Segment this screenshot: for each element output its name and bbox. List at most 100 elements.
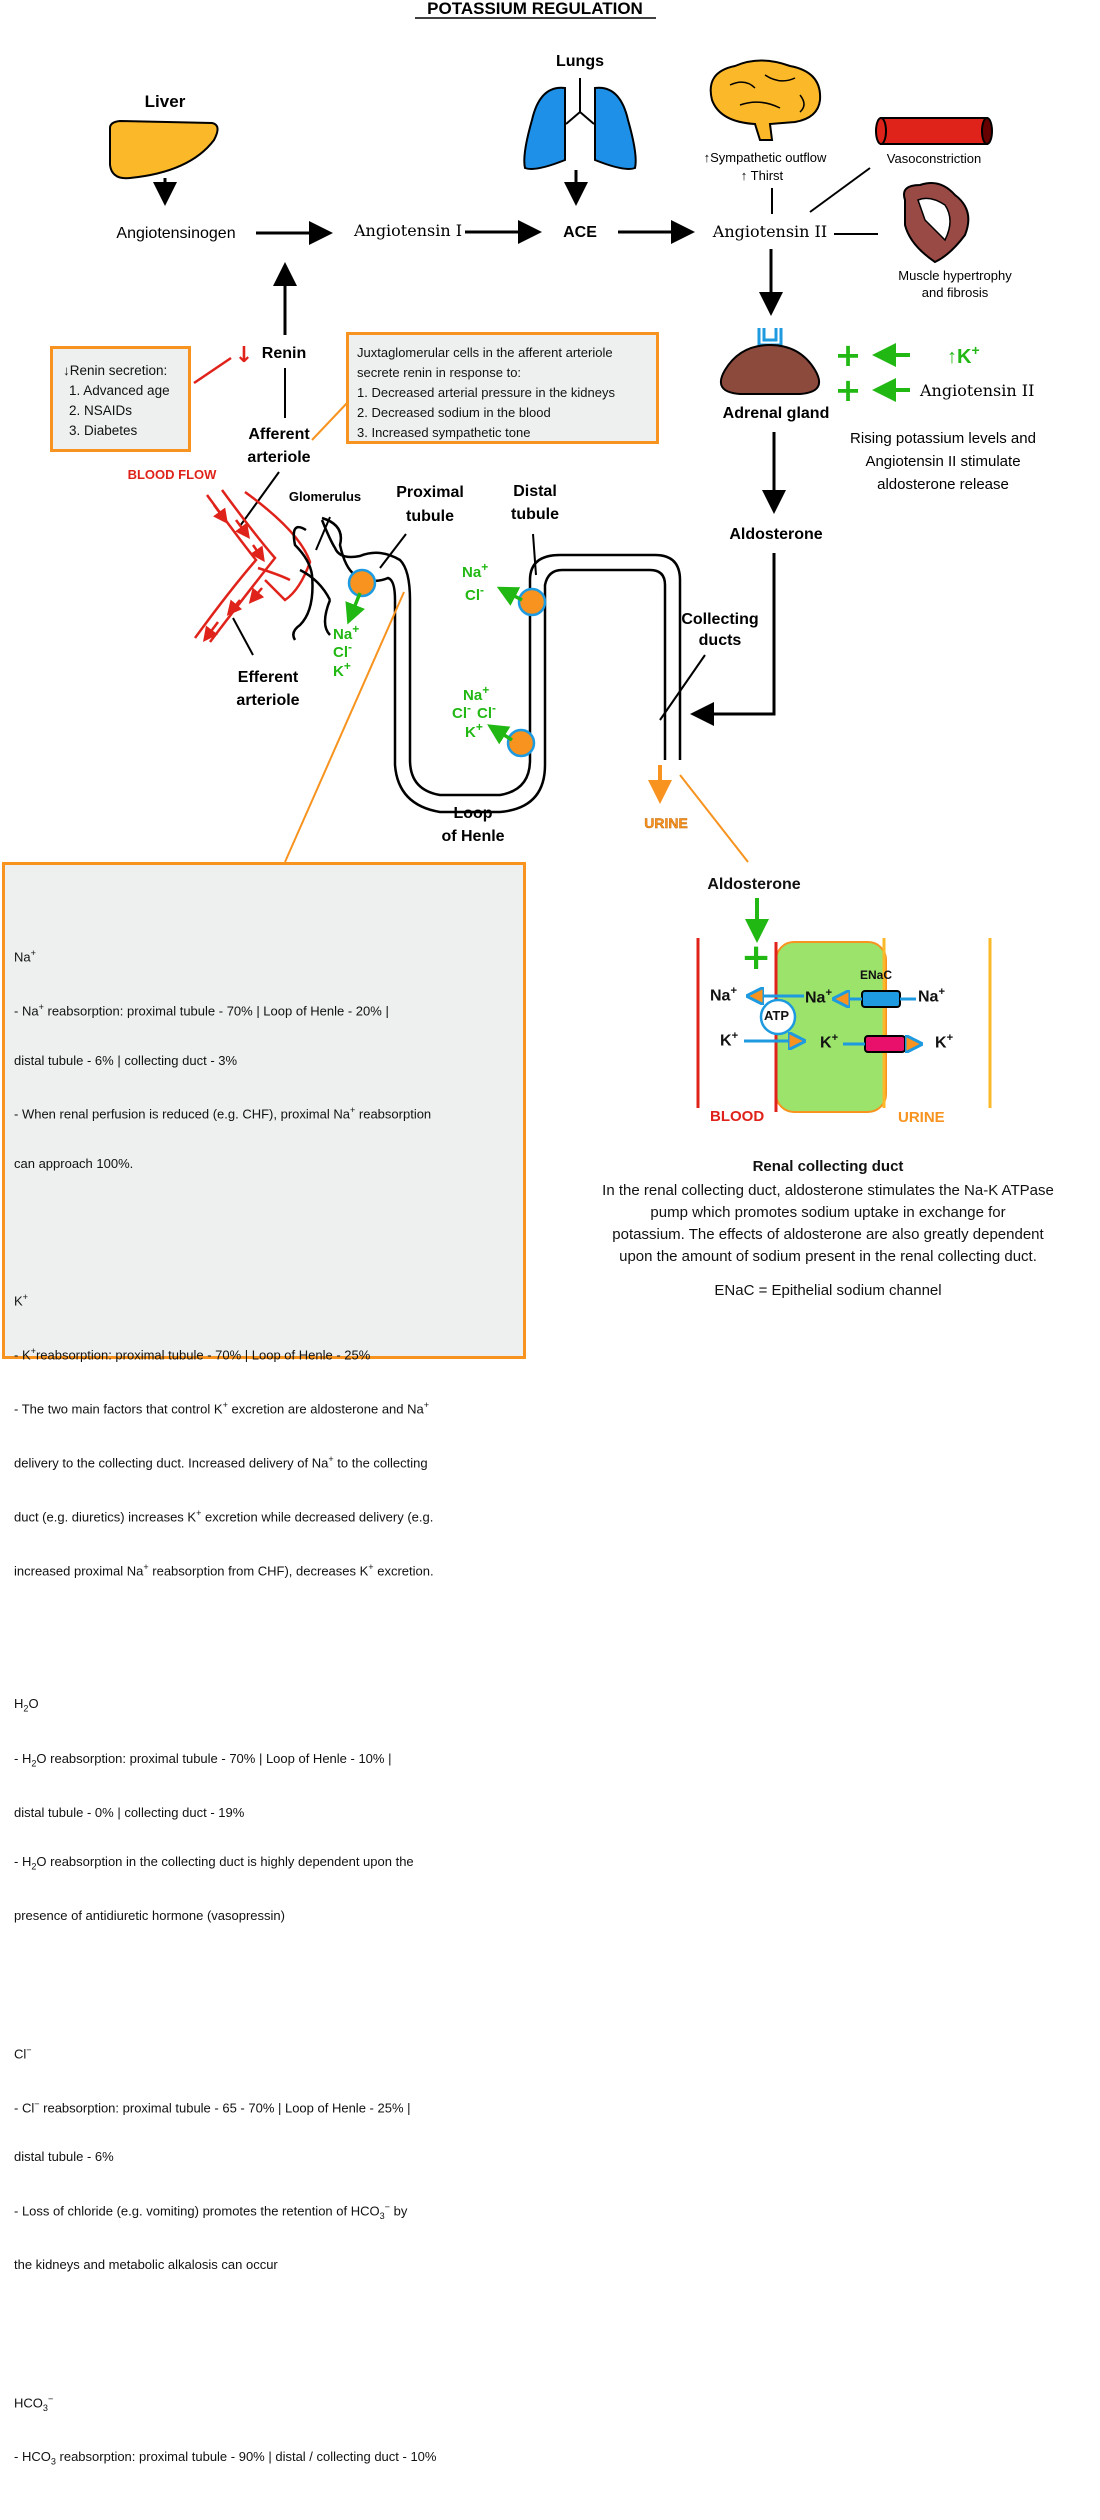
rb-desc-line: pump which promotes sodium uptake in exc… <box>650 1204 1006 1221</box>
diagram-canvas: POTASSIUM REGULATION Liver Lungs ↑Sympat… <box>109 0 1036 1113</box>
adrenal-note-2: Angiotensin II stimulate <box>865 453 1020 470</box>
rb-k-urine: K+ <box>935 1032 954 1052</box>
cl-section: Cl− - Cl− reabsorption: proximal tubule … <box>14 2009 523 2307</box>
rb-desc-line: upon the amount of sodium present in the… <box>619 1248 1037 1265</box>
svg-text:Cl-: Cl- <box>452 701 471 722</box>
k-line: reabsorption from CHF), decreases K <box>148 1562 369 1578</box>
proximal-ions: Na+ Cl- K+ <box>333 622 359 680</box>
renin-box: ↓Renin secretion: 1. Advanced age 2. NSA… <box>50 346 191 452</box>
rb-desc-line: In the renal collecting duct, aldosteron… <box>602 1182 1054 1199</box>
right-box-connector <box>679 774 749 863</box>
distal-ions: Na+ Cl- <box>462 560 488 604</box>
h2o-heading: O <box>28 1696 39 1712</box>
proximal-transporter <box>347 568 377 598</box>
k-line: excretion are aldosterone and Na <box>227 1401 424 1417</box>
left-box-connector <box>284 591 405 863</box>
aldosterone-to-collecting <box>690 553 776 726</box>
efferent-pointer <box>232 617 254 656</box>
vessel-icon <box>875 117 993 145</box>
rb-aldosterone-label: Aldosterone <box>707 876 801 893</box>
cl-line: - Cl <box>14 2099 35 2115</box>
k-line: reabsorption: proximal tubule - 70% | Lo… <box>35 1347 371 1363</box>
atp-label: ATP <box>764 1008 790 1023</box>
rb-na-urine: Na+ <box>918 986 945 1006</box>
adrenal-label: Adrenal gland <box>723 405 830 422</box>
rb-description: In the renal collecting duct, aldosteron… <box>554 1180 1100 1268</box>
lungs-icon <box>523 78 637 170</box>
h2o-line: - H <box>14 1750 32 1766</box>
svg-text:K+: K+ <box>465 720 483 741</box>
glomerulus-label: Glomerulus <box>289 489 361 504</box>
distal-pointer <box>532 533 537 576</box>
loop-ions: Na+ Cl- Cl- K+ <box>452 683 496 741</box>
angiotensin1-label: Angiotensin I <box>353 221 462 240</box>
jg-item: 1. Decreased arterial pressure in the ki… <box>357 385 615 400</box>
renin-label: Renin <box>262 345 306 362</box>
k-line: - The two main factors that control K <box>14 1401 223 1417</box>
na-line: distal tubule - 6% | collecting duct - 3… <box>14 1052 238 1068</box>
jg-line-1: Juxtaglomerular cells in the afferent ar… <box>357 345 613 360</box>
k-line: excretion. <box>373 1562 434 1578</box>
renin-box-item: 2. NSAIDs <box>69 403 133 418</box>
cell-diagram <box>696 898 992 1113</box>
sup-plus: + <box>30 1346 36 1357</box>
efferent-label-1: Efferent <box>238 669 299 686</box>
rb-na-blood: Na+ <box>710 985 737 1005</box>
sup-minus: − <box>47 2393 54 2404</box>
liver-label: Liver <box>145 92 186 111</box>
blood-flow-arrows <box>203 504 265 642</box>
jg-box: Juxtaglomerular cells in the afferent ar… <box>346 332 659 444</box>
renin-down-arrow: ↓ <box>235 343 253 368</box>
sup-plus: + <box>30 948 36 958</box>
k-rising-label: ↑K+ <box>947 342 980 368</box>
hypertrophy-label-1: Muscle hypertrophy <box>898 268 1012 283</box>
distal-ion-arrow <box>496 586 523 606</box>
adrenal-note-3: aldosterone release <box>877 476 1009 493</box>
rb-desc-line: potassium. The effects of aldosterone ar… <box>612 1226 1044 1243</box>
jg-line-2: secrete renin in response to: <box>357 365 522 380</box>
k-line: increased proximal Na <box>14 1562 144 1578</box>
rb-k-cell: K+ <box>820 1032 839 1052</box>
renin-box-heading: ↓Renin secretion: <box>63 363 168 378</box>
aldosterone-label: Aldosterone <box>729 526 822 543</box>
h2o-line: O reabsorption: proximal tubule - 70% | … <box>36 1750 392 1766</box>
sup-plus: + <box>423 1400 430 1411</box>
proximal-pointer <box>379 533 407 569</box>
na-section: Na+ - Na+ reabsorption: proximal tubule … <box>14 912 523 1205</box>
collecting-label-2: ducts <box>699 632 742 649</box>
glomerulus-pointer <box>315 516 331 551</box>
nephron-tubule <box>292 516 682 814</box>
rb-plus: + <box>741 937 772 978</box>
jg-item: 2. Decreased sodium in the blood <box>357 405 551 420</box>
sup-plus: + <box>349 1105 356 1116</box>
distal-transporter <box>517 587 547 617</box>
afferent-label-1: Afferent <box>248 426 310 443</box>
collecting-pointer <box>659 654 706 721</box>
rb-k-blood: K+ <box>720 1030 739 1050</box>
hco3-line: - HCO <box>14 2449 51 2465</box>
h2o-section: H2O - H2O reabsorption: proximal tubule … <box>14 1663 523 1957</box>
rb-blood-label: BLOOD <box>710 1108 765 1125</box>
adrenal-icon <box>720 343 820 395</box>
loop-transporter <box>506 728 536 758</box>
arterioles <box>193 489 312 643</box>
electrolyte-box: Na+ - Na+ reabsorption: proximal tubule … <box>2 862 526 2467</box>
cl-line: - Loss of chloride (e.g. vomiting) promo… <box>14 2203 380 2219</box>
hco3-section: HCO3− - HCO3 reabsorption: proximal tubu… <box>14 2358 523 2504</box>
jg-item: 3. Increased sympathetic tone <box>357 425 531 440</box>
svg-text:Cl-: Cl- <box>477 701 496 722</box>
renin-box-item: 1. Advanced age <box>69 383 170 398</box>
h2o-heading: H <box>14 1696 24 1712</box>
k-line: to the collecting <box>333 1455 428 1471</box>
rb-footnote: ENaC = Epithelial sodium channel <box>714 1282 942 1299</box>
h2o-line: distal tubule - 0% | collecting duct - 1… <box>14 1804 245 1820</box>
rb-na-cell: Na+ <box>805 987 832 1007</box>
urine-label: URINE <box>644 815 688 831</box>
k-line: duct (e.g. diuretics) increases K <box>14 1509 197 1525</box>
sup-plus: + <box>22 1292 28 1303</box>
distal-label-1: Distal <box>513 483 557 500</box>
lungs-label: Lungs <box>556 53 604 70</box>
cl-heading: Cl <box>14 2046 27 2062</box>
distal-label-2: tubule <box>511 506 559 523</box>
vasoconstriction-label: Vasoconstriction <box>887 151 981 166</box>
